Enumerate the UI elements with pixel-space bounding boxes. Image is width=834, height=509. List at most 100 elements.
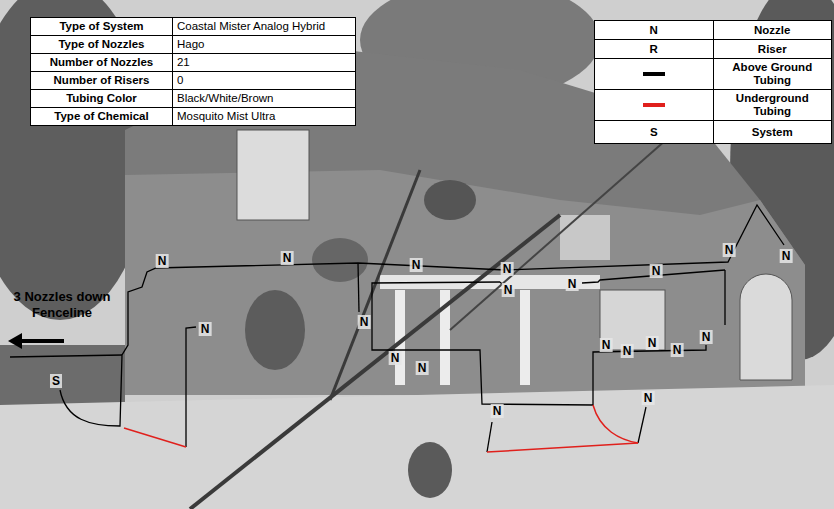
- nozzle-marker: N: [621, 341, 634, 359]
- table-row: Number of Nozzles21: [31, 54, 356, 72]
- underground-tubing: [487, 443, 638, 452]
- table-row: Tubing ColorBlack/White/Brown: [31, 90, 356, 108]
- nozzle-marker: N: [566, 274, 579, 292]
- fenceline-note: 3 Nozzles down Fenceline: [2, 289, 122, 321]
- leaf: [408, 442, 452, 498]
- nozzle-marker: N: [723, 240, 736, 258]
- nozzle-marker: N: [389, 348, 402, 366]
- marker-letter: N: [723, 243, 736, 257]
- legend-row: SSystem: [595, 121, 832, 144]
- nozzle-marker: N: [156, 251, 169, 269]
- marker-letter: N: [358, 315, 371, 329]
- table-cell: 0: [172, 72, 355, 90]
- marker-letter: N: [501, 262, 514, 276]
- nozzle-marker: N: [642, 388, 655, 406]
- marker-letter: N: [199, 322, 212, 336]
- table-row: Number of Risers0: [31, 72, 356, 90]
- legend-letter: R: [595, 40, 714, 59]
- marker-letter: N: [700, 330, 713, 344]
- window: [237, 130, 309, 220]
- table-cell: Coastal Mister Analog Hybrid: [172, 18, 355, 36]
- table-row: Type of ChemicalMosquito Mist Ultra: [31, 108, 356, 126]
- above-ground-tubing: [60, 205, 784, 426]
- legend-text: Underground Tubing: [713, 90, 832, 121]
- legend-text: Nozzle: [713, 21, 832, 40]
- leaf: [312, 238, 368, 282]
- branch: [330, 170, 420, 400]
- marker-letter: N: [416, 361, 429, 375]
- legend-row: RRiser: [595, 40, 832, 59]
- above-ground-tubing: [487, 422, 492, 452]
- marker-letter: N: [600, 338, 613, 352]
- marker-letter: N: [646, 336, 659, 350]
- marker-letter: N: [491, 404, 504, 418]
- nozzle-marker: N: [410, 255, 423, 273]
- marker-letter: N: [650, 264, 663, 278]
- note-text: 3 Nozzles down Fenceline: [2, 289, 122, 321]
- table-cell: Type of Nozzles: [31, 36, 173, 54]
- table-cell: Number of Risers: [31, 72, 173, 90]
- system-info-table: Type of SystemCoastal Mister Analog Hybr…: [30, 17, 356, 126]
- nozzle-marker: N: [491, 401, 504, 419]
- marker-letter: N: [156, 254, 169, 268]
- table-row: Type of NozzlesHago: [31, 36, 356, 54]
- above-ground-tubing: [10, 355, 122, 357]
- nozzle-marker: N: [501, 259, 514, 277]
- table-cell: Number of Nozzles: [31, 54, 173, 72]
- legend-text: Above Ground Tubing: [713, 59, 832, 90]
- above-ground-tubing: [724, 270, 725, 325]
- legend-text: System: [713, 121, 832, 144]
- arched-window: [740, 274, 792, 380]
- above-ground-tubing: [638, 407, 646, 443]
- marker-letter: N: [389, 351, 402, 365]
- underground-tubing: [124, 428, 186, 447]
- direction-arrow: [20, 339, 64, 343]
- legend-letter: N: [595, 21, 714, 40]
- legend-sample-cell: [595, 59, 714, 90]
- above-ground-tubing: [186, 327, 196, 447]
- nozzle-marker: N: [281, 248, 294, 266]
- nozzle-marker: N: [700, 327, 713, 345]
- table-cell: 21: [172, 54, 355, 72]
- system-marker: S: [50, 371, 62, 389]
- porch-column: [520, 290, 530, 385]
- marker-letter: N: [780, 249, 793, 263]
- nozzle-marker: N: [646, 333, 659, 351]
- table-cell: Mosquito Mist Ultra: [172, 108, 355, 126]
- legend-row: Above Ground Tubing: [595, 59, 832, 90]
- legend-text: Riser: [713, 40, 832, 59]
- nozzle-marker: N: [671, 340, 684, 358]
- marker-letter: N: [642, 391, 655, 405]
- table-cell: Type of Chemical: [31, 108, 173, 126]
- legend-table: NNozzleRRiserAbove Ground TubingUndergro…: [594, 20, 832, 144]
- nozzle-marker: N: [199, 319, 212, 337]
- underground-tubing: [593, 405, 638, 443]
- legend-sample-cell: [595, 90, 714, 121]
- tubing-swatch: [643, 103, 665, 107]
- branch: [190, 215, 560, 509]
- nozzle-marker: N: [416, 358, 429, 376]
- above-ground-tubing: [358, 263, 359, 312]
- lawn: [0, 385, 834, 509]
- window: [560, 215, 610, 260]
- leaf: [245, 290, 305, 370]
- table-cell: Tubing Color: [31, 90, 173, 108]
- table-cell: Black/White/Brown: [172, 90, 355, 108]
- nozzle-marker: N: [780, 246, 793, 264]
- marker-letter: N: [410, 258, 423, 272]
- table-cell: Type of System: [31, 18, 173, 36]
- nozzle-marker: N: [502, 280, 515, 298]
- legend-row: Underground Tubing: [595, 90, 832, 121]
- nozzle-marker: N: [650, 261, 663, 279]
- tubing-swatch: [643, 72, 665, 76]
- marker-letter: N: [671, 343, 684, 357]
- marker-letter: S: [50, 374, 62, 388]
- marker-letter: N: [566, 277, 579, 291]
- above-ground-tubing: [372, 282, 706, 405]
- leaf: [424, 180, 476, 220]
- legend-letter: S: [595, 121, 714, 144]
- nozzle-marker: N: [600, 335, 613, 353]
- marker-letter: N: [281, 251, 294, 265]
- nozzle-marker: N: [358, 312, 371, 330]
